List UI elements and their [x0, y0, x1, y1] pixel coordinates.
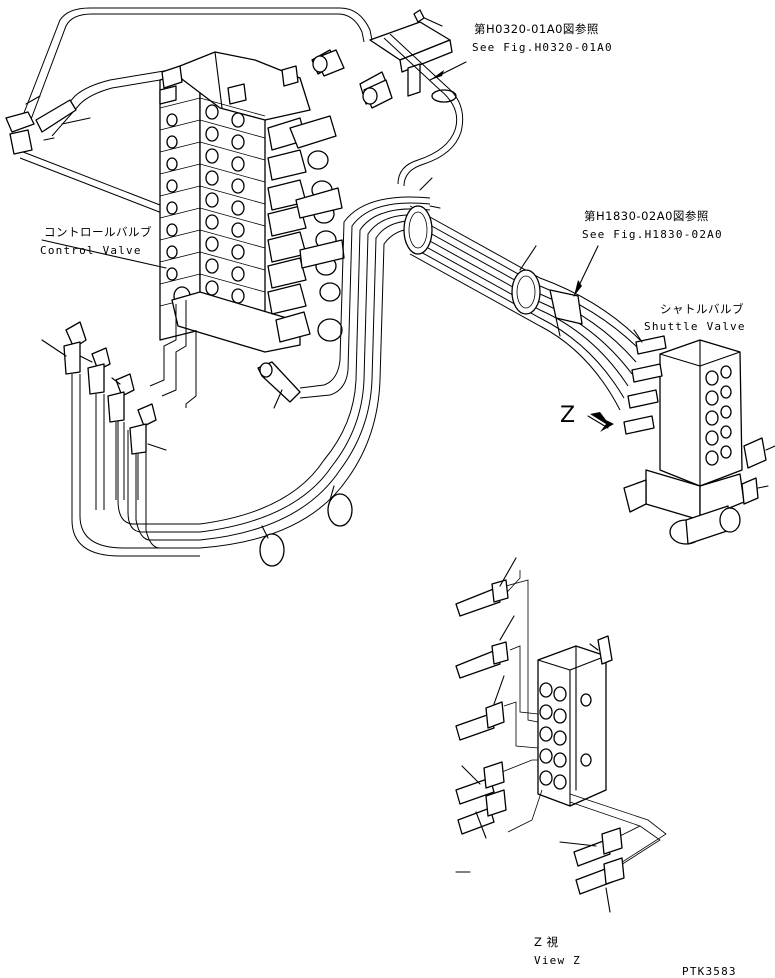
view-z: [455, 557, 667, 913]
upper-left-hoses: [5, 7, 373, 214]
reference-leaders: [41, 61, 643, 343]
ref-h0320-jp-label: 第H0320-01A0図参照: [474, 22, 599, 36]
middle-fitting: [257, 361, 301, 409]
control-valve-en-label: Control Valve: [40, 244, 142, 257]
lower-left-fittings: [41, 300, 200, 557]
shuttle-valve-en-label: Shuttle Valve: [644, 320, 746, 333]
upper-fittings: [312, 9, 464, 187]
shuttle-valve: [623, 335, 775, 545]
ref-h1830-en-label: See Fig.H1830-02A0: [582, 228, 723, 241]
view-arrow: [587, 412, 614, 432]
view-z-en-label: View Z: [534, 954, 581, 967]
shuttle-valve-jp-label: シャトルバルブ: [660, 302, 744, 316]
control-valve-jp-label: コントロールバルブ: [44, 225, 152, 239]
ref-h0320-en-label: See Fig.H0320-01A0: [472, 41, 613, 54]
control-valve: [159, 49, 391, 353]
drawing-code: PTK3583: [682, 965, 737, 978]
hose-bundle: [117, 177, 641, 567]
ref-h1830-jp-label: 第H1830-02A0図参照: [584, 209, 709, 223]
view-z-marker: Z: [560, 403, 575, 428]
view-z-jp-label: Z 視: [534, 935, 559, 949]
